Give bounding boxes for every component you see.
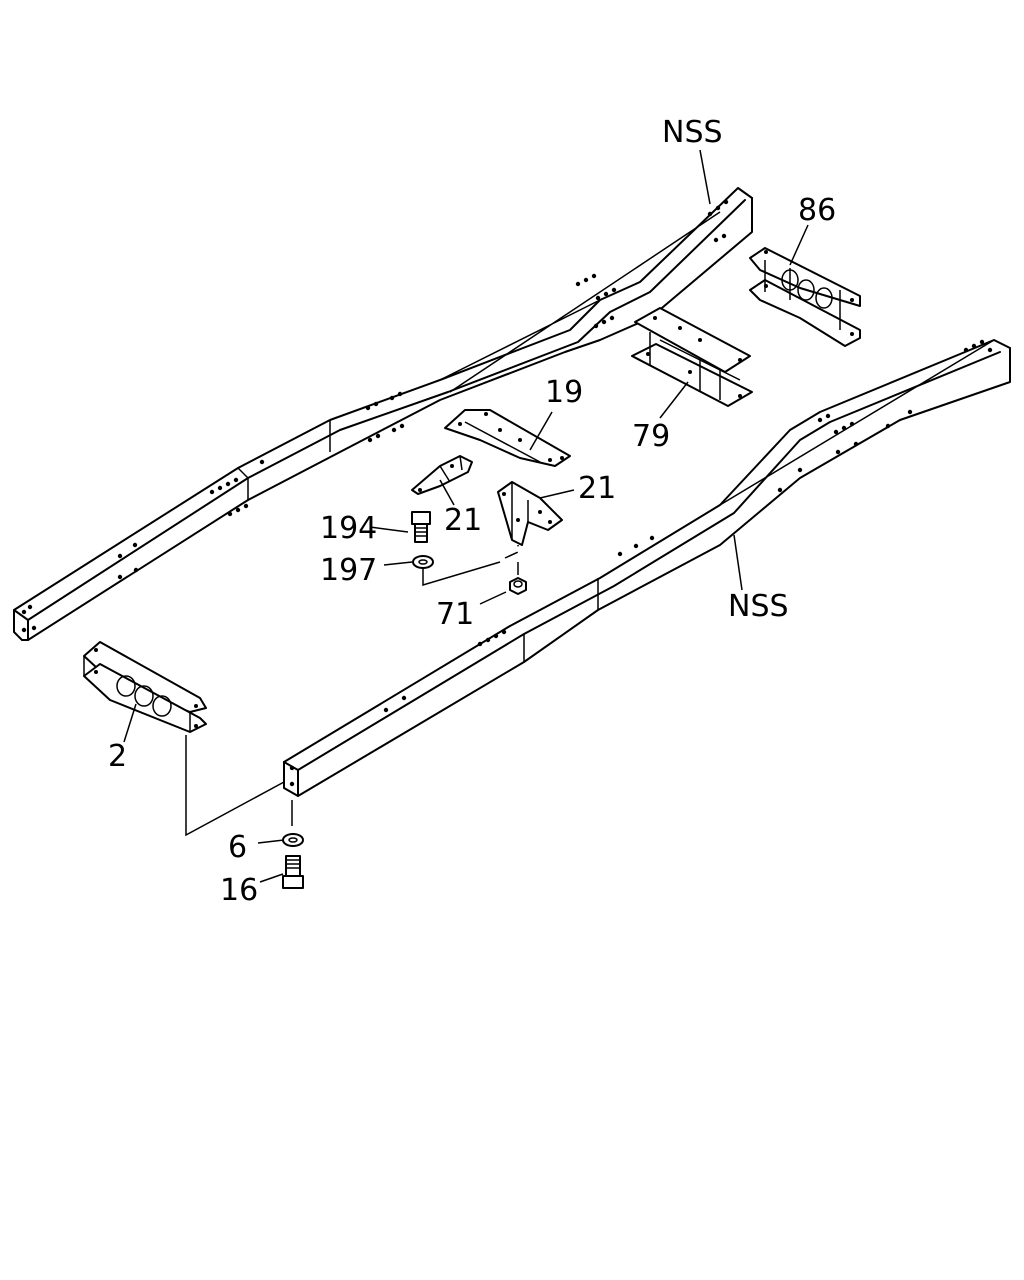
callout-194: 194: [320, 511, 377, 546]
nut-71: [509, 577, 527, 595]
crossmember-19: [444, 409, 571, 467]
washer-197: [412, 555, 434, 569]
callout-19: 19: [545, 375, 583, 410]
callout-71: 71: [436, 597, 474, 632]
callout-21-right: 21: [578, 471, 616, 506]
right-side-rail: [283, 339, 1011, 797]
callout-21-left: 21: [444, 503, 482, 538]
callout-nss-right: NSS: [728, 589, 789, 624]
callout-nss-top: NSS: [662, 115, 723, 150]
callout-197: 197: [320, 553, 377, 588]
bracket-21-left: [411, 455, 473, 495]
bracket-21-right: [497, 481, 563, 546]
callout-16: 16: [220, 873, 258, 908]
crossmember-86: [749, 247, 861, 347]
assembly-lines: [185, 545, 519, 837]
callout-6: 6: [228, 830, 247, 865]
crossmember-79: [631, 307, 753, 407]
left-rail-holes: [21, 199, 729, 633]
callout-labels: NSS 86 19 79 21 21 194 197 71 NSS 2 6 16: [108, 115, 836, 908]
bolt-194: [411, 511, 431, 543]
callout-79: 79: [632, 419, 670, 454]
callout-86: 86: [798, 193, 836, 228]
leader-lines: [123, 149, 809, 883]
left-side-rail: [13, 187, 753, 641]
crossmember-2: [83, 641, 207, 733]
washer-6: [282, 833, 304, 847]
callout-2: 2: [108, 739, 127, 774]
bolt-16: [282, 855, 304, 889]
right-rail-holes: [289, 339, 993, 787]
